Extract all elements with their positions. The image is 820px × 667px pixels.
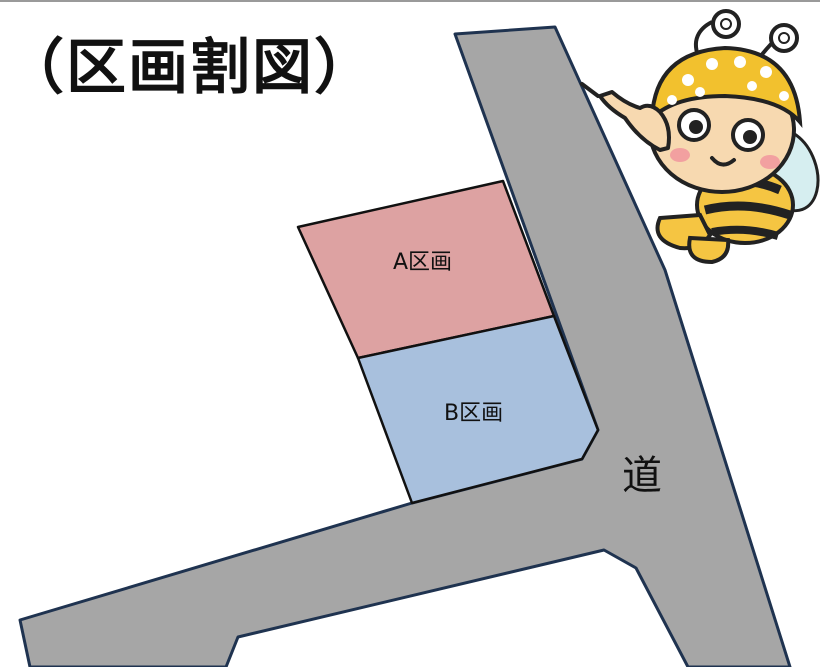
bee-mascot-pointing-icon xyxy=(580,9,820,265)
top-border-line xyxy=(0,0,820,2)
page-title: （区画割図） xyxy=(4,33,376,103)
lot-b xyxy=(356,314,600,505)
road-label: 道 xyxy=(622,453,662,499)
lot-b-label: B区画 xyxy=(444,401,504,426)
lot-a-label: A区画 xyxy=(393,250,453,275)
